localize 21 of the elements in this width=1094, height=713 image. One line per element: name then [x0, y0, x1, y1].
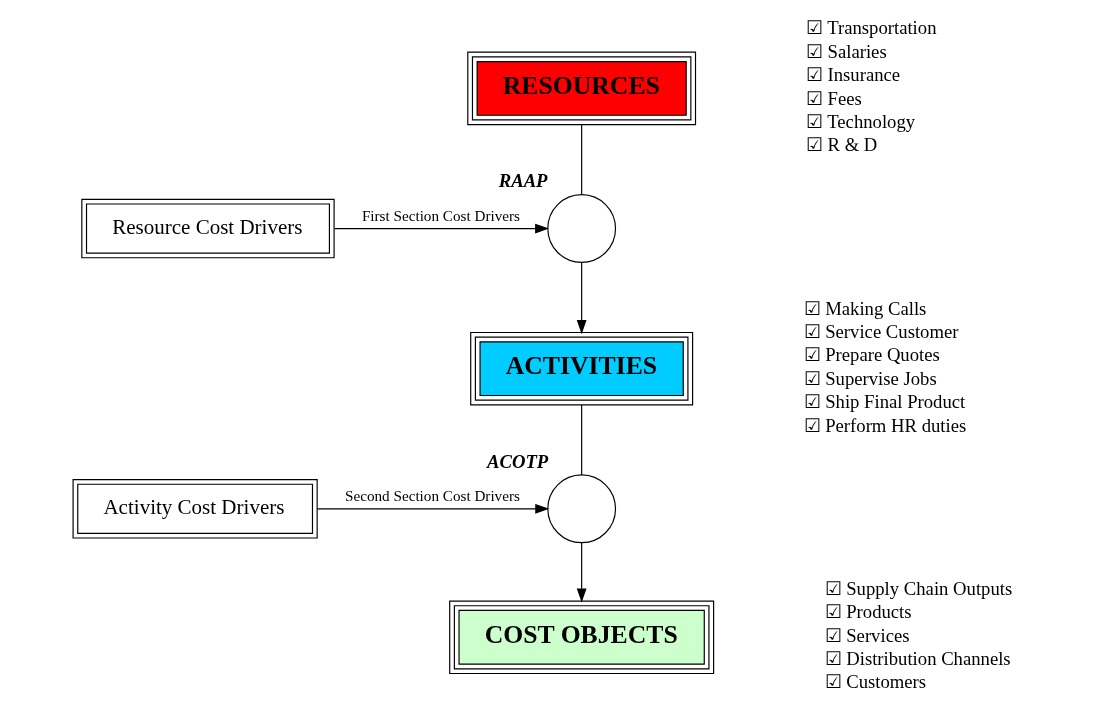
edge-label: First Section Cost Drivers — [361, 206, 520, 224]
label: ☑ Supervise Jobs — [803, 367, 937, 389]
label: ☑ R & D — [805, 133, 877, 155]
label: ☑ Making Calls — [803, 297, 926, 319]
label: ☑ Fees — [805, 87, 862, 109]
label: ☑ Perform HR duties — [803, 414, 966, 435]
edge-label: Second Section Cost Drivers — [344, 486, 520, 504]
label: ☑ Products — [824, 600, 912, 622]
node-label: ACOTP — [486, 450, 548, 472]
label: ☑ Technology — [805, 110, 915, 132]
node-label: RAAP — [498, 169, 548, 191]
label: ☑ Service Customer — [803, 320, 958, 342]
label: ☑ Customers — [824, 670, 926, 692]
label: ☑ Transportation — [805, 16, 936, 38]
label: ☑ Salaries — [805, 40, 887, 62]
label: ☑ Distribution Channels — [824, 647, 1011, 669]
label: ☑ Insurance — [805, 63, 900, 85]
label: ☑ Ship Final Product — [803, 390, 965, 412]
label: ☑ Supply Chain Outputs — [824, 577, 1012, 599]
label: ☑ Services — [824, 624, 909, 646]
label: ☑ Prepare Quotes — [803, 343, 940, 365]
